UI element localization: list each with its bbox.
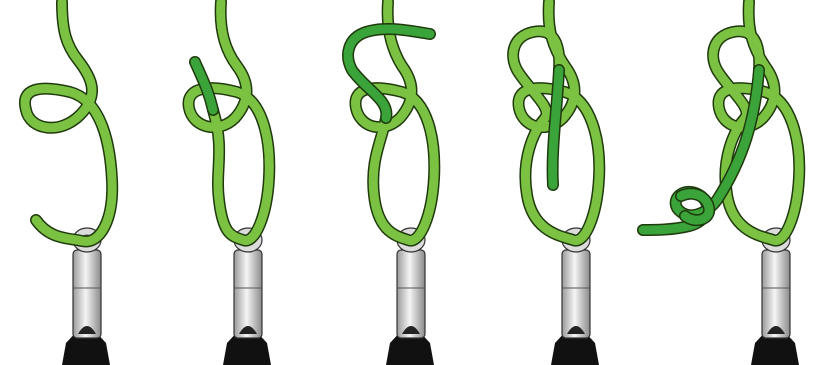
knot-step-4 <box>489 0 652 365</box>
ring-hardware-icon <box>62 228 110 365</box>
rope-finished-knot-icon <box>643 2 799 241</box>
ring-hardware-icon <box>751 228 799 365</box>
rope-loop-icon <box>25 2 112 241</box>
knot-step-5 <box>637 0 817 365</box>
rope-wrap-icon <box>348 2 434 241</box>
knot-step-2 <box>163 0 326 365</box>
knot-step-1 <box>0 0 163 365</box>
rope-tuck-icon <box>513 2 599 241</box>
rope-through-loop-icon <box>189 2 270 241</box>
ring-hardware-icon <box>386 228 434 365</box>
ring-hardware-icon <box>223 228 271 365</box>
knot-step-3 <box>326 0 489 365</box>
ring-hardware-icon <box>551 228 599 365</box>
